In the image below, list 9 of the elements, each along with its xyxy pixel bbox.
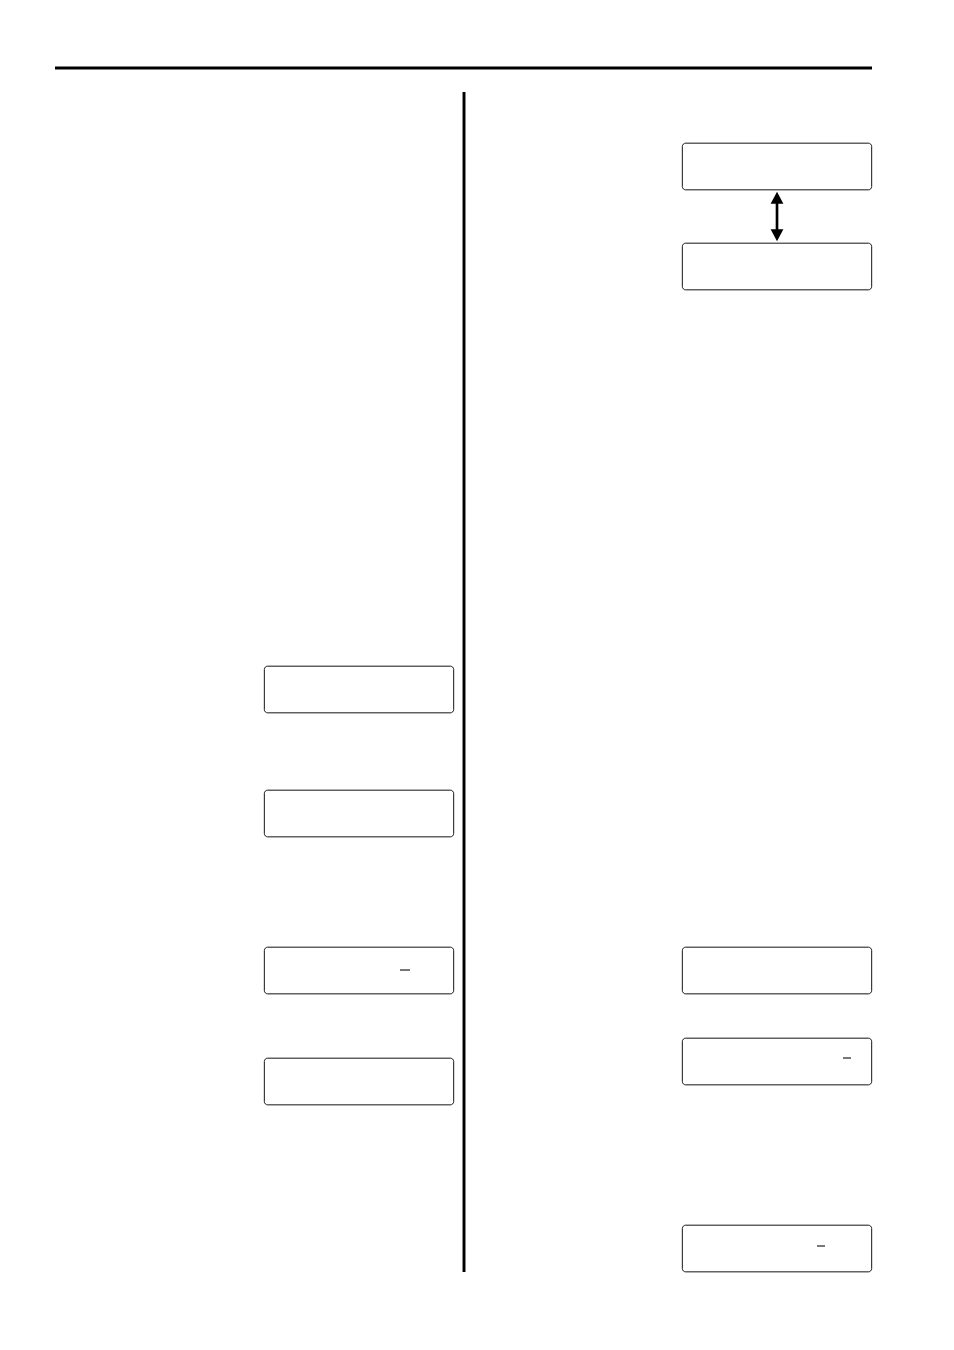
display-box bbox=[263, 1057, 455, 1106]
display-box bbox=[681, 242, 873, 291]
display-box bbox=[263, 946, 455, 995]
display-box bbox=[681, 142, 873, 191]
display-box bbox=[681, 946, 873, 995]
display-box bbox=[681, 1224, 873, 1273]
display-box bbox=[263, 665, 455, 714]
display-box bbox=[681, 1037, 873, 1086]
display-box bbox=[263, 789, 455, 838]
